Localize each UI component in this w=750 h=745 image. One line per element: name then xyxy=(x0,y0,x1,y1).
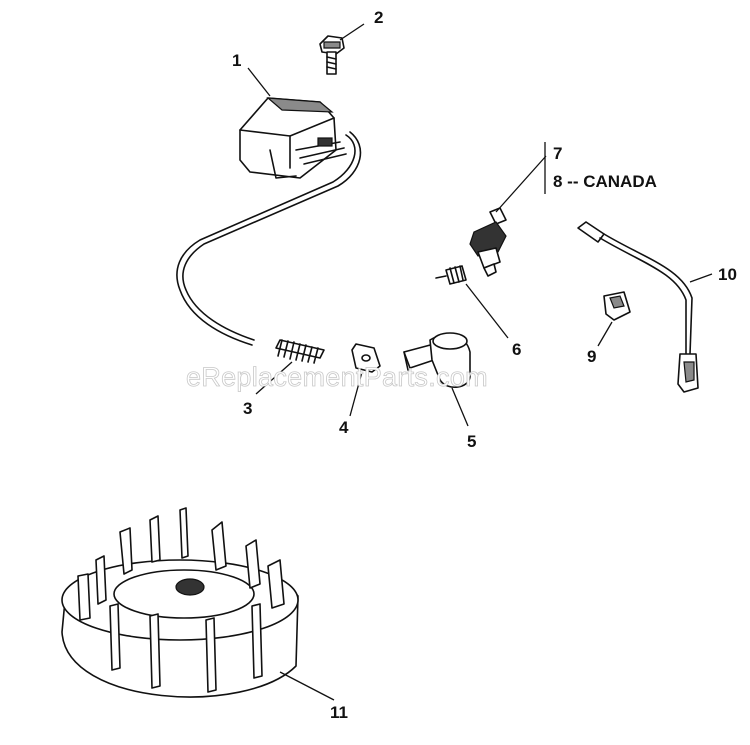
part-spark-plug xyxy=(469,207,507,277)
part-clip xyxy=(351,343,381,373)
callout-labels: 1 2 3 4 5 6 7 8 -- CANADA 9 10 11 xyxy=(232,8,737,722)
callout-2: 2 xyxy=(374,8,383,27)
callout-11: 11 xyxy=(330,703,348,722)
callout-4: 4 xyxy=(339,418,349,437)
part-flywheel xyxy=(61,507,299,698)
callout-9: 9 xyxy=(587,347,596,366)
leader-lines xyxy=(247,23,713,701)
callout-8-canada: 8 -- CANADA xyxy=(553,172,657,191)
callout-7: 7 xyxy=(553,144,562,163)
part-ignition-coil xyxy=(176,97,362,346)
callout-10: 10 xyxy=(718,265,737,284)
part-clip-small xyxy=(603,291,631,321)
part-terminal-spring xyxy=(435,265,467,285)
part-ground-wire xyxy=(577,221,699,393)
watermark-text: eReplacementParts.com xyxy=(186,362,488,392)
callout-6: 6 xyxy=(512,340,521,359)
callout-5: 5 xyxy=(467,432,476,451)
part-spark-plug-boot xyxy=(403,332,471,388)
callout-3: 3 xyxy=(243,399,252,418)
callout-1: 1 xyxy=(232,51,241,70)
part-spring xyxy=(275,339,325,364)
part-screw xyxy=(319,35,345,75)
